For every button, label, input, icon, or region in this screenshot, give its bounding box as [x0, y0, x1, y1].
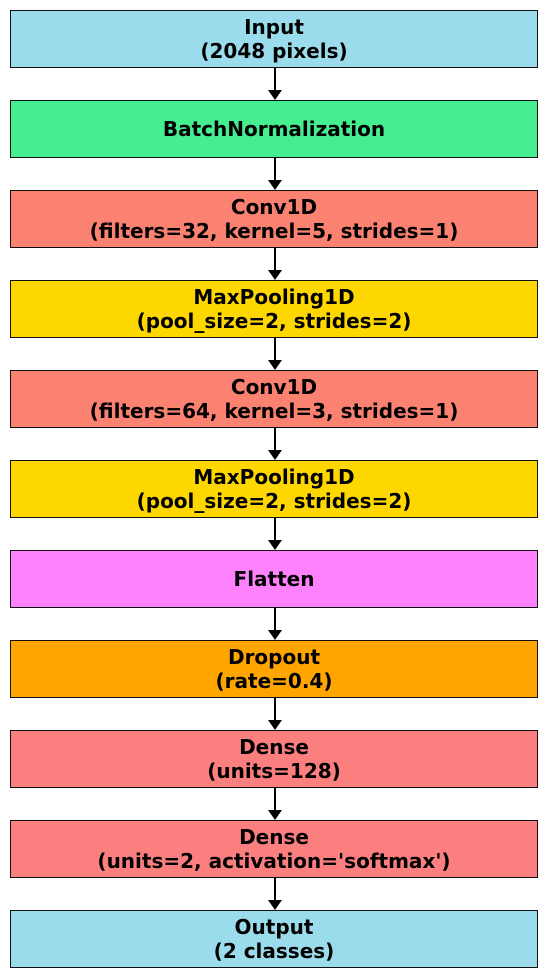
connector-line — [274, 608, 276, 631]
arrow-down-icon — [268, 900, 282, 910]
arrow-down-icon — [268, 450, 282, 460]
layer-params: (filters=64, kernel=3, strides=1) — [89, 399, 459, 423]
arrow-down-icon — [268, 270, 282, 280]
layer-box-dense-2: Dense(units=2, activation='softmax') — [10, 820, 538, 878]
layer-box-dense-1: Dense(units=128) — [10, 730, 538, 788]
connector-line — [274, 518, 276, 541]
layer-box-conv1d-1: Conv1D(filters=32, kernel=5, strides=1) — [10, 190, 538, 248]
layer-title: Flatten — [233, 567, 315, 591]
arrow-down-icon — [268, 810, 282, 820]
layer-title: MaxPooling1D — [193, 465, 355, 489]
layer-box-conv1d-2: Conv1D(filters=64, kernel=3, strides=1) — [10, 370, 538, 428]
layer-params: (units=128) — [207, 759, 341, 783]
connector-line — [274, 338, 276, 361]
layer-box-batchnorm: BatchNormalization — [10, 100, 538, 158]
layer-title: Output — [234, 915, 314, 939]
layer-title: BatchNormalization — [162, 117, 386, 141]
connector-line — [274, 698, 276, 721]
layer-params: (pool_size=2, strides=2) — [136, 489, 412, 513]
layer-params: (units=2, activation='softmax') — [97, 849, 451, 873]
layer-box-maxpool-1: MaxPooling1D(pool_size=2, strides=2) — [10, 280, 538, 338]
layer-title: MaxPooling1D — [193, 285, 355, 309]
layer-params: (2048 pixels) — [200, 39, 348, 63]
layer-box-output: Output(2 classes) — [10, 910, 538, 968]
connector-line — [274, 878, 276, 901]
connector-line — [274, 428, 276, 451]
layer-title: Input — [244, 15, 304, 39]
layer-title: Dense — [239, 735, 309, 759]
layer-box-maxpool-2: MaxPooling1D(pool_size=2, strides=2) — [10, 460, 538, 518]
layer-params: (filters=32, kernel=5, strides=1) — [89, 219, 459, 243]
layer-params: (rate=0.4) — [215, 669, 333, 693]
connector-line — [274, 248, 276, 271]
layer-box-flatten: Flatten — [10, 550, 538, 608]
layer-box-dropout: Dropout(rate=0.4) — [10, 640, 538, 698]
arrow-down-icon — [268, 90, 282, 100]
arrow-down-icon — [268, 540, 282, 550]
layer-title: Conv1D — [230, 195, 318, 219]
connector-line — [274, 68, 276, 91]
arrow-down-icon — [268, 360, 282, 370]
layer-params: (pool_size=2, strides=2) — [136, 309, 412, 333]
layer-title: Dense — [239, 825, 309, 849]
arrow-down-icon — [268, 630, 282, 640]
layer-box-input: Input(2048 pixels) — [10, 10, 538, 68]
connector-line — [274, 788, 276, 811]
layer-title: Conv1D — [230, 375, 318, 399]
arrow-down-icon — [268, 720, 282, 730]
layer-title: Dropout — [227, 645, 321, 669]
connector-line — [274, 158, 276, 181]
layer-params: (2 classes) — [213, 939, 335, 963]
arrow-down-icon — [268, 180, 282, 190]
